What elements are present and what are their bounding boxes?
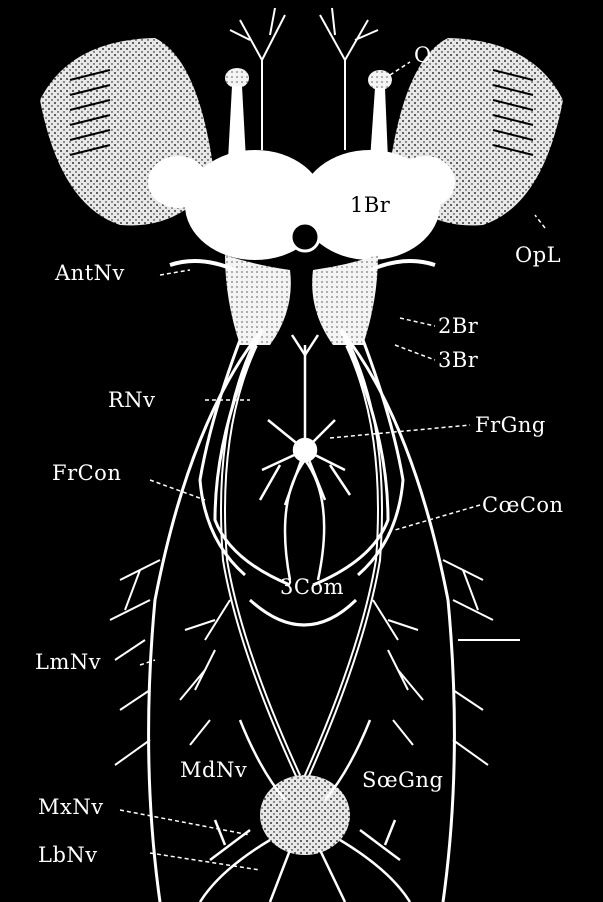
frontal-ganglion xyxy=(260,335,350,580)
label-3com: 3Com xyxy=(280,577,344,598)
label-frontal-connective: FrCon xyxy=(52,463,121,484)
label-recurrent-nerve: RNv xyxy=(108,390,156,411)
label-optic-lobe: OpL xyxy=(515,245,561,266)
label-2br: 2Br xyxy=(438,316,478,337)
label-maxillary-nerve: MxNv xyxy=(38,797,104,818)
brain-1br xyxy=(148,150,455,260)
label-coe-connective: CœCon xyxy=(482,495,564,516)
connectives xyxy=(223,345,380,780)
label-frontal-ganglion: FrGng xyxy=(475,415,546,436)
third-commissure xyxy=(250,600,356,625)
label-antennal-nerve: AntNv xyxy=(55,263,125,284)
label-labral-nerve: LmNv xyxy=(35,652,101,673)
label-labial-nerve: LbNv xyxy=(38,845,98,866)
label-3br: 3Br xyxy=(438,350,478,371)
ocelli xyxy=(225,68,392,160)
label-1br: 1Br xyxy=(350,195,390,216)
label-mandibular-nerve: MdNv xyxy=(180,760,247,781)
label-ocellus: O xyxy=(414,45,432,66)
brain-2br-3br xyxy=(225,255,378,345)
label-soe-ganglion: SœGng xyxy=(362,770,443,791)
suboesophageal-ganglion xyxy=(260,775,350,855)
top-nerve-branches xyxy=(230,8,378,150)
antennal-nerves xyxy=(170,261,435,270)
